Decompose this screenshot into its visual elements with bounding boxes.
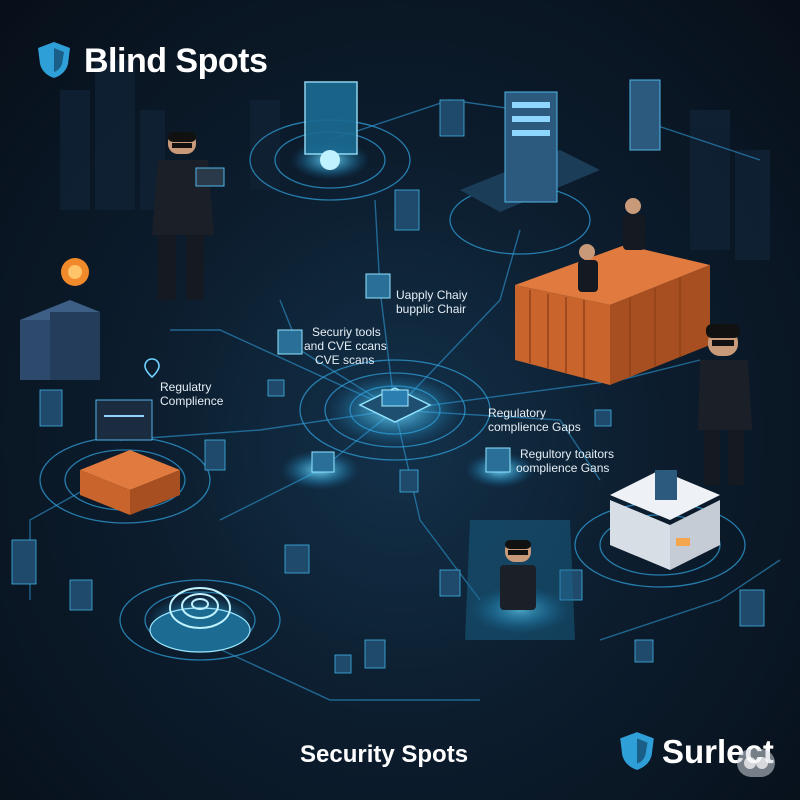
label-supply-chain-1: Uapply Chaiy [396, 288, 468, 302]
holo-device [304, 81, 358, 170]
document-stack [610, 470, 720, 570]
background-skyline [60, 60, 770, 260]
watermark-icon [737, 749, 775, 777]
server-tower [460, 79, 661, 212]
label-regulatory-left-2: Complience [160, 394, 224, 408]
hacker-figure-left [152, 132, 225, 300]
label-security-tools-2: and CVE ccans [304, 339, 387, 353]
workstation-orange [80, 399, 180, 515]
left-building [20, 258, 100, 380]
label-cubes [277, 273, 511, 473]
shipping-container [515, 245, 710, 385]
shield-brand-icon [620, 732, 654, 770]
label-regulatory-tools-1: Regultory toaitors [520, 447, 615, 461]
hacker-figures-container [578, 198, 645, 292]
hacker-figure-bottom [465, 520, 575, 640]
data-cubes [11, 99, 765, 674]
label-supply-chain-2: bupplic Chair [396, 302, 467, 316]
location-pin-icon [144, 358, 160, 378]
label-security-tools-3: CVE scans [315, 353, 375, 367]
label-regulatory-right-2: complience Gaps [488, 420, 581, 434]
label-regulatory-left-1: Regulatry [160, 380, 212, 394]
central-hub [358, 387, 432, 423]
fingerprint-device [149, 587, 251, 653]
label-regulatory-tools-2: oomplience Gans [516, 461, 610, 475]
label-security-tools-1: Securiy tools [312, 325, 381, 339]
label-regulatory-right-1: Regulatory [488, 406, 547, 420]
footer-caption: Security Spots [300, 741, 469, 768]
hacker-figure-right [698, 324, 752, 485]
shield-logo-icon [38, 42, 70, 78]
page-title: Blind Spots [84, 42, 268, 80]
